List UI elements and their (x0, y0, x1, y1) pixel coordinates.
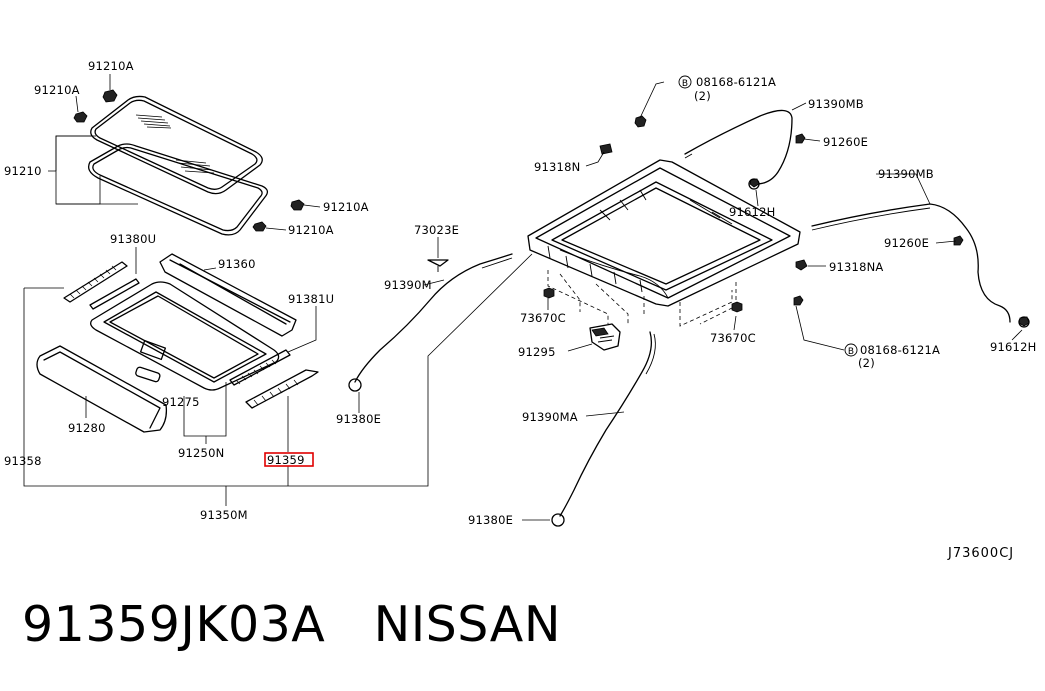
glass-weatherstrip (87, 143, 269, 236)
label-91380e-1: 91380E (336, 412, 381, 426)
label-91381u: 91381U (288, 292, 334, 306)
label-08168-top: 08168-6121A (696, 75, 776, 89)
deflector-rail-right (229, 349, 319, 409)
bolt-icon (599, 115, 1030, 327)
label-91350m: 91350M (200, 508, 248, 522)
label-91280: 91280 (68, 421, 106, 435)
label-91260e-2: 91260E (884, 236, 929, 250)
drain-hose-91390MA (551, 331, 656, 527)
caption: 91359JK03A NISSAN (22, 596, 561, 653)
clip-icon (73, 89, 305, 232)
label-91210a-3: 91210A (323, 200, 369, 214)
label-91612h-2: 91612H (990, 340, 1036, 354)
highlight-box (264, 452, 314, 467)
label-08168-bottom: 08168-6121A (860, 343, 940, 357)
label-91390m: 91390M (384, 278, 432, 292)
caption-part-number: 91359JK03A (22, 596, 326, 653)
motor-91295 (589, 323, 621, 351)
label-08168-top-qty: (2) (694, 89, 711, 103)
bolt-symbol-top: B (682, 79, 688, 89)
label-91390ma: 91390MA (522, 410, 578, 424)
label-91250n: 91250N (178, 446, 224, 460)
label-73670c-2: 73670C (710, 331, 756, 345)
label-91210a-2: 91210A (34, 83, 80, 97)
label-08168-bottom-qty: (2) (858, 356, 875, 370)
label-91390mb-2: 91390MB (878, 167, 934, 181)
label-73023e: 73023E (414, 223, 459, 237)
label-91295: 91295 (518, 345, 556, 359)
label-91260e-1: 91260E (823, 135, 868, 149)
label-91318n: 91318N (534, 160, 580, 174)
label-91210a-4: 91210A (288, 223, 334, 237)
label-91359: 91359 (267, 453, 305, 467)
drain-hose-91390M (348, 253, 513, 392)
label-91612h-1: 91612H (729, 205, 775, 219)
part-labels: 91210A 91210A 91210 91210A 91210A 91380U… (4, 59, 1036, 561)
label-91358: 91358 (4, 454, 42, 468)
bolt-symbol-icon: B B (678, 75, 858, 357)
label-73670c-1: 73670C (520, 311, 566, 325)
label-91380e-2: 91380E (468, 513, 513, 527)
label-91210: 91210 (4, 164, 42, 178)
label-91210a-1: 91210A (88, 59, 134, 73)
sunshade-frame (90, 281, 280, 391)
caption-brand: NISSAN (373, 596, 561, 653)
sunroof-frame (527, 159, 801, 307)
nut-icon (543, 287, 743, 313)
deflector-rail-left (63, 261, 140, 310)
diagram-code: J73600CJ (947, 546, 1014, 561)
label-91360: 91360 (218, 257, 256, 271)
frame-91360 (159, 253, 297, 337)
label-91275: 91275 (162, 395, 200, 409)
glass-panel (90, 95, 263, 195)
sunshade-panel (36, 345, 168, 433)
label-91380u: 91380U (110, 232, 156, 246)
label-91318na: 91318NA (829, 260, 883, 274)
label-91390mb-1: 91390MB (808, 97, 864, 111)
leader-lines (23, 74, 1023, 521)
bolt-symbol-bottom: B (848, 347, 854, 357)
